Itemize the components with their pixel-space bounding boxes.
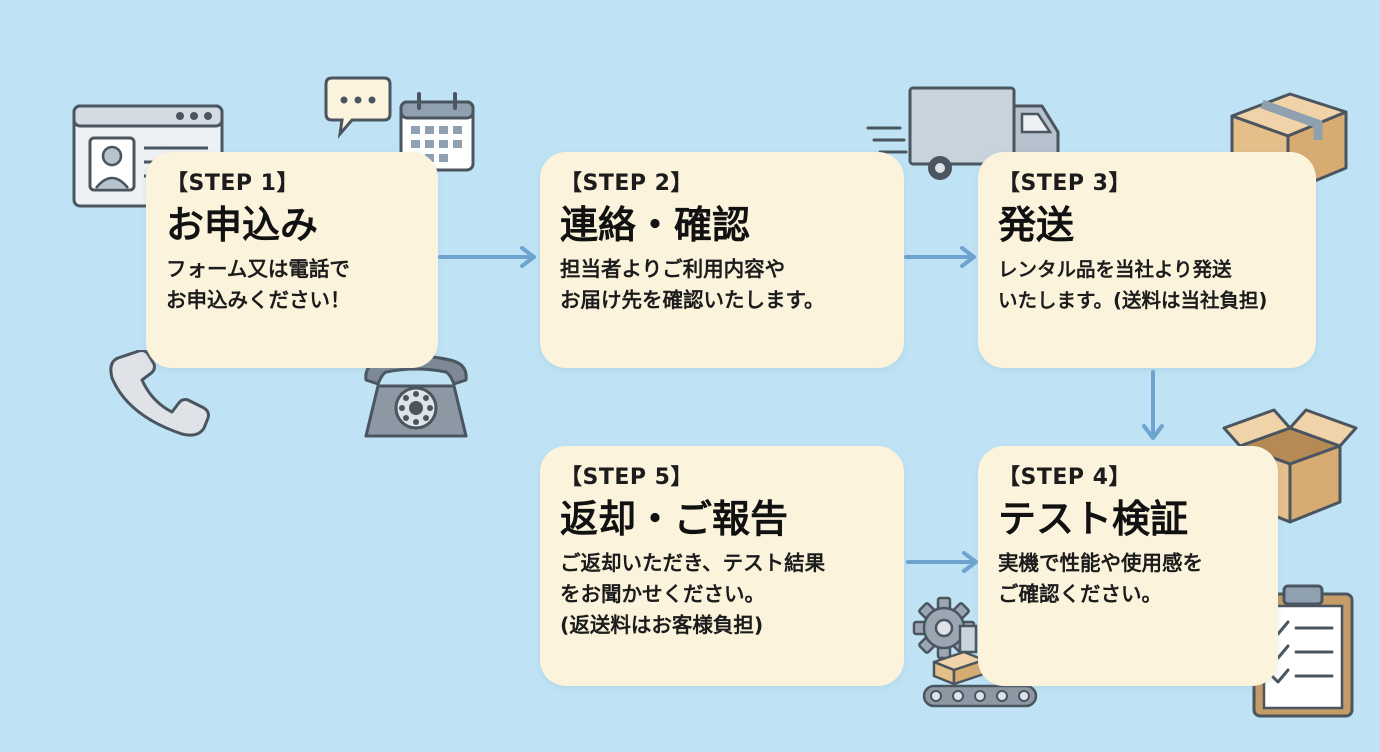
step-3-label: 【STEP 3】 xyxy=(998,171,1131,196)
arrow-step5-to-step4 xyxy=(906,551,978,573)
step-3-card: 【STEP 3】 発送 レンタル品を当社より発送 いたします。(送料は当社負担) xyxy=(978,152,1316,368)
step-2-card: 【STEP 2】 連絡・確認 担当者よりご利用内容や お届け先を確認いたします。 xyxy=(540,152,904,368)
clipboard-checklist-icon xyxy=(1252,584,1354,718)
step-5-label: 【STEP 5】 xyxy=(560,465,693,490)
step-1-title: お申込み xyxy=(166,203,319,247)
step-4-label: 【STEP 4】 xyxy=(998,465,1131,490)
step-3-title: 発送 xyxy=(998,203,1075,247)
speech-bubble-icon xyxy=(324,76,392,139)
step-3-description: レンタル品を当社より発送 いたします。(送料は当社負担) xyxy=(998,258,1268,312)
step-1-card: 【STEP 1】 お申込み フォーム又は電話で お申込みください！ xyxy=(146,152,438,368)
arrow-step3-to-step4 xyxy=(1142,370,1164,440)
step-2-description: 担当者よりご利用内容や お届け先を確認いたします。 xyxy=(560,257,825,312)
step-4-description: 実機で性能や使用感を ご確認ください。 xyxy=(998,551,1203,606)
step-5-description: ご返却いただき、テスト結果 をお聞かせください。 (返送料はお客様負担) xyxy=(560,551,826,637)
handset-icon xyxy=(109,350,210,437)
rotary-phone-icon xyxy=(364,354,468,438)
arrow-step1-to-step2 xyxy=(438,246,536,268)
arrow-step2-to-step3 xyxy=(904,246,976,268)
step-4-card: 【STEP 4】 テスト検証 実機で性能や使用感を ご確認ください。 xyxy=(978,446,1278,686)
step-5-card: 【STEP 5】 返却・ご報告 ご返却いただき、テスト結果 をお聞かせください。… xyxy=(540,446,904,686)
step-5-title: 返却・ご報告 xyxy=(560,497,789,541)
step-2-title: 連絡・確認 xyxy=(560,203,751,247)
step-2-label: 【STEP 2】 xyxy=(560,171,693,196)
browser-form-icon xyxy=(72,104,224,208)
step-1-label: 【STEP 1】 xyxy=(166,171,299,196)
step-4-title: テスト検証 xyxy=(998,497,1189,541)
step-1-description: フォーム又は電話で お申込みください！ xyxy=(166,257,351,312)
